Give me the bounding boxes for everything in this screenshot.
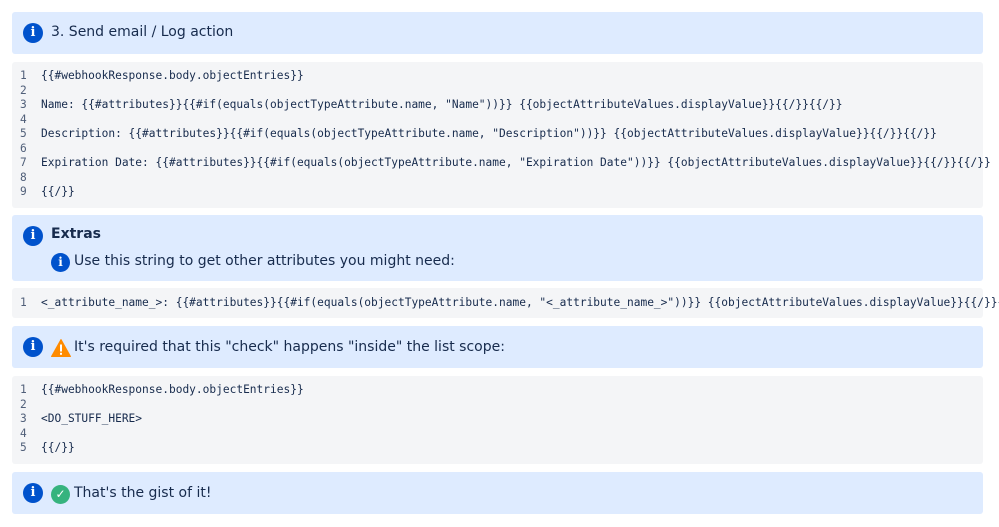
warning-text: It's required that this "check" happens … <box>74 339 505 355</box>
line-text: {{#webhookResponse.body.objectEntries}} <box>41 69 304 82</box>
line-text: <DO_STUFF_HERE> <box>41 412 143 425</box>
info-icon: i <box>23 337 43 357</box>
final-text: That's the gist of it! <box>74 485 212 501</box>
code-block-template: 1 {{#webhookResponse.body.objectEntries}}… <box>12 62 991 208</box>
extras-text: Use this string to get other attributes … <box>74 253 455 269</box>
line-number: 1 <box>20 383 27 396</box>
info-icon: i <box>23 483 43 503</box>
line-number: 6 <box>20 141 27 155</box>
extras-title: Extras <box>51 226 101 242</box>
info-icon: i <box>23 23 43 43</box>
line-number: 4 <box>20 426 27 440</box>
warning-panel: i It's required that this "check" happen… <box>12 326 983 368</box>
line-number: 5 <box>20 127 27 140</box>
extras-panel: i Extras i Use this string to get other … <box>12 215 983 281</box>
line-number: 1 <box>20 296 27 309</box>
section-title: 3. Send email / Log action <box>51 24 234 40</box>
warning-icon <box>51 339 71 357</box>
line-number: 4 <box>20 112 27 126</box>
line-number: 3 <box>20 98 27 111</box>
code-block-scope: 1 {{#webhookResponse.body.objectEntries}}… <box>12 376 983 464</box>
line-text: Description: {{#attributes}}{{#if(equals… <box>41 127 937 140</box>
line-number: 9 <box>20 185 27 198</box>
line-number: 5 <box>20 441 27 454</box>
line-number: 2 <box>20 397 27 411</box>
code-block-attribute: 1 <_attribute_name_>: {{#attributes}}{{#i… <box>12 288 999 318</box>
section-header-panel: i 3. Send email / Log action <box>12 12 983 54</box>
line-text: {{/}} <box>41 185 75 198</box>
line-text: Expiration Date: {{#attributes}}{{#if(eq… <box>41 156 991 169</box>
line-number: 1 <box>20 69 27 82</box>
success-panel: i ✓ That's the gist of it! <box>12 472 983 514</box>
line-number: 8 <box>20 170 27 184</box>
line-text: {{#webhookResponse.body.objectEntries}} <box>41 383 304 396</box>
info-icon: i <box>23 226 43 246</box>
line-text: {{/}} <box>41 441 75 454</box>
line-text: Name: {{#attributes}}{{#if(equals(object… <box>41 98 843 111</box>
line-number: 2 <box>20 83 27 97</box>
check-circle-icon: ✓ <box>51 485 70 504</box>
line-number: 7 <box>20 156 27 169</box>
line-text: <_attribute_name_>: {{#attributes}}{{#if… <box>41 296 999 309</box>
line-number: 3 <box>20 412 27 425</box>
info-icon: i <box>51 253 70 272</box>
